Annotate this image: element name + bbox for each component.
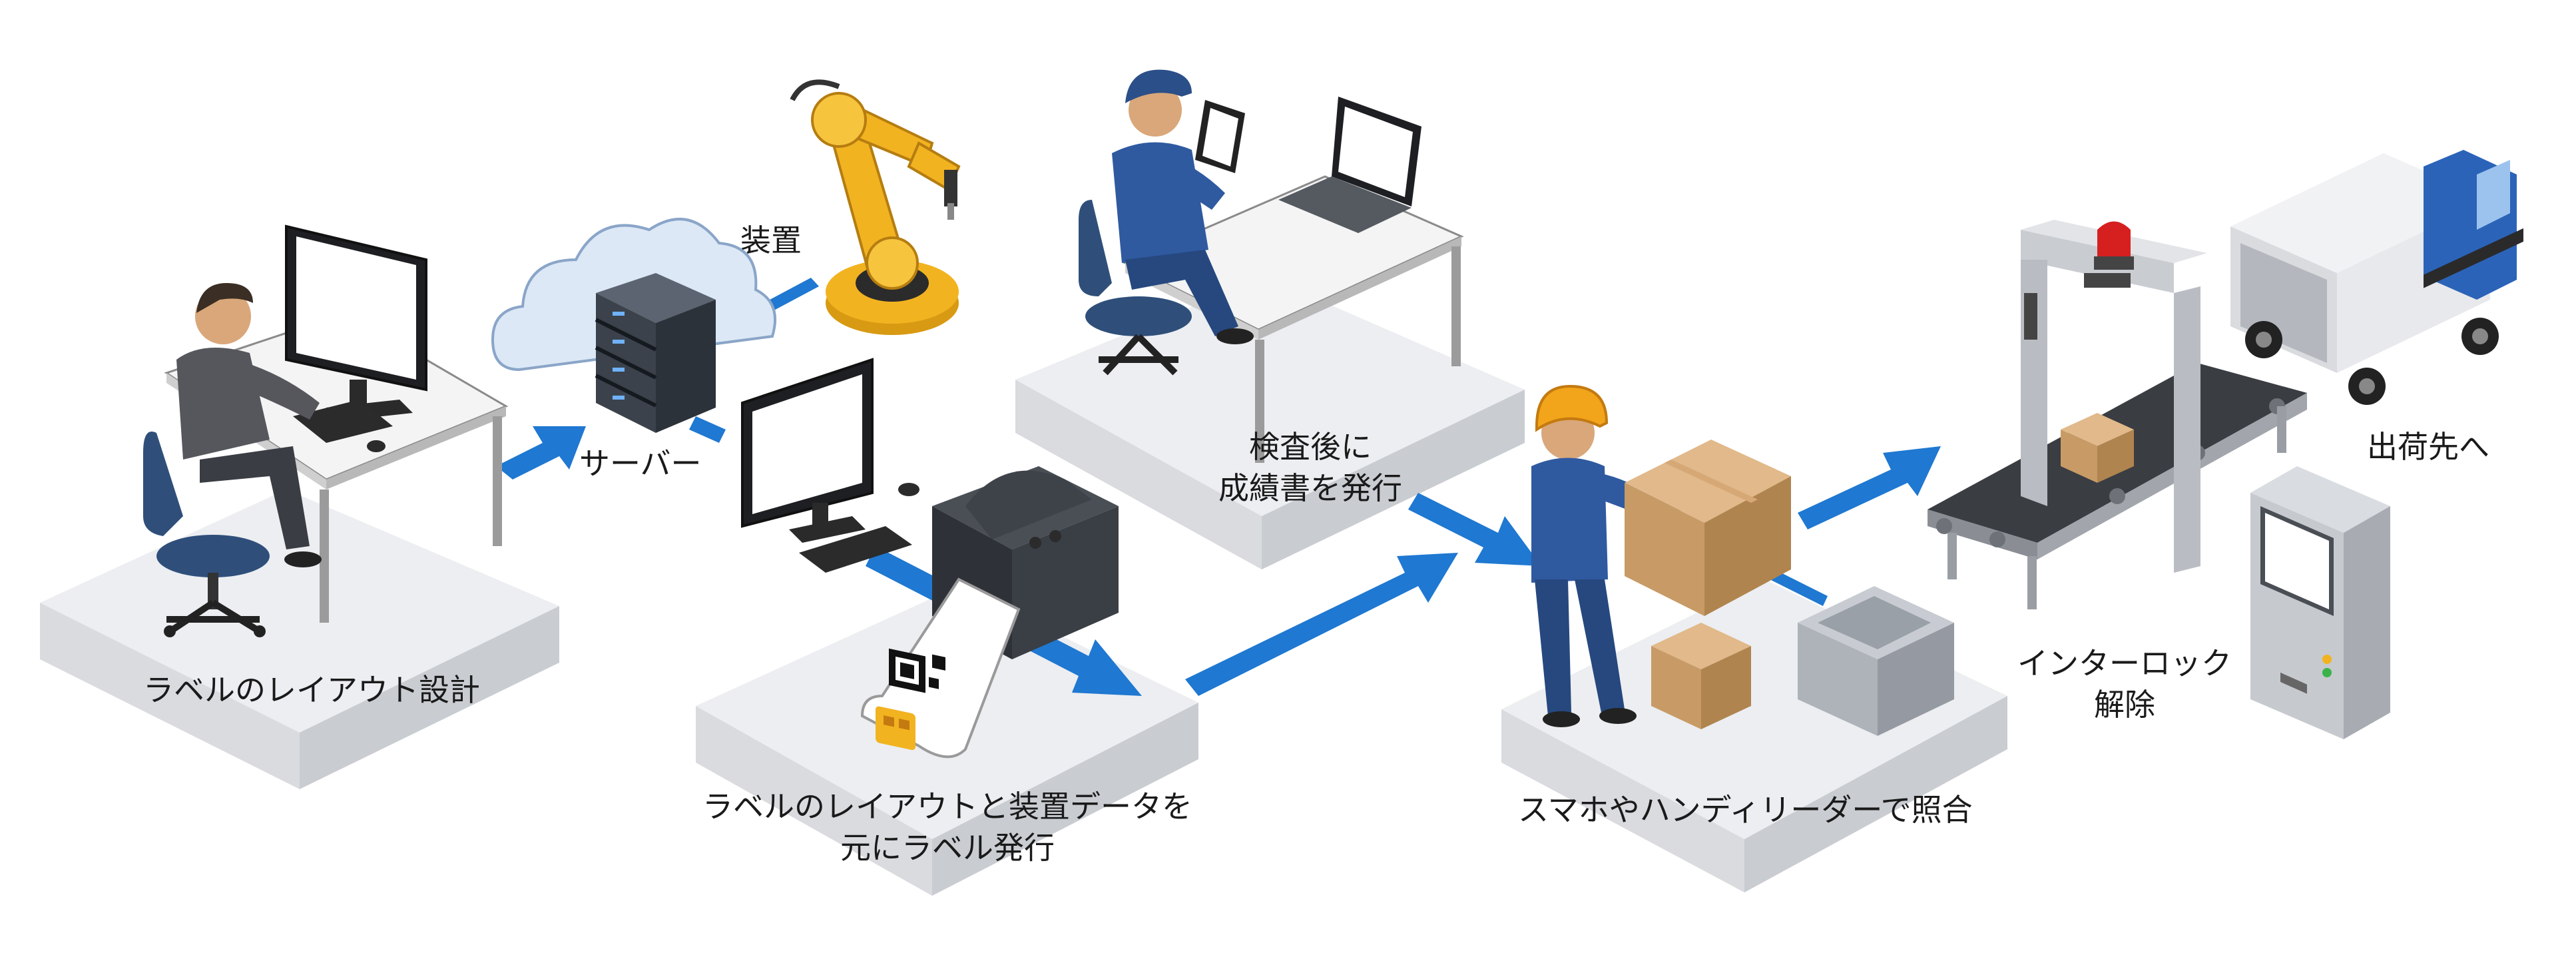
control-kiosk-icon (2250, 466, 2390, 739)
label-device: 装置 (740, 222, 802, 258)
laptop-icon (1278, 97, 1421, 233)
arrow-verify-to-ship (1798, 446, 1941, 529)
arrow-server-to-pc (689, 416, 726, 443)
office-chair (143, 432, 270, 637)
label-server: サーバー (579, 446, 702, 482)
qr-label-icon (860, 577, 1021, 759)
label-interlock-line1: インターロック (2017, 645, 2232, 681)
label-interlock-line2: 解除 (2094, 687, 2155, 723)
label-issue-line1: ラベルのレイアウトと装置データを (702, 789, 1192, 824)
designer-workstation (143, 224, 509, 637)
package-on-conveyor (2061, 413, 2134, 483)
robot-arm-icon (790, 79, 961, 335)
worker-scanner-icon (1531, 384, 1681, 727)
server-icon (595, 273, 716, 433)
label-issue: ラベルのレイアウトと装置データを 元にラベル発行 (702, 786, 1192, 868)
label-layout-design: ラベルのレイアウト設計 (143, 672, 480, 708)
label-interlock: インターロック 解除 (2017, 643, 2232, 725)
small-box-icon (1651, 623, 1751, 729)
delivery-truck-icon (2230, 150, 2523, 405)
conveyor-icon (1928, 363, 2307, 609)
monitor-icon (285, 224, 427, 421)
pc-monitor (741, 358, 919, 573)
designer-person (176, 283, 322, 567)
label-verify: スマホやハンディリーダーで照合 (1518, 792, 1973, 828)
arrow-inspection-to-verify (1408, 493, 1541, 566)
label-inspection-line2: 成績書を発行 (1218, 470, 1402, 506)
arrow-design-to-server (496, 426, 586, 480)
arrow-box-to-bin (1763, 566, 1828, 606)
label-issue-line2: 元にラベル発行 (840, 830, 1055, 866)
label-inspection: 検査後に 成績書を発行 (1218, 426, 1402, 509)
label-inspection-line1: 検査後に (1249, 429, 1372, 465)
cardboard-box-icon (1625, 440, 1791, 616)
warning-light-icon (2094, 221, 2134, 270)
label-ship: 出荷先へ (2367, 429, 2489, 465)
bin-icon (1798, 586, 1954, 736)
arrow-issue-to-next (1185, 553, 1458, 696)
inspector-icon (1079, 69, 1254, 376)
